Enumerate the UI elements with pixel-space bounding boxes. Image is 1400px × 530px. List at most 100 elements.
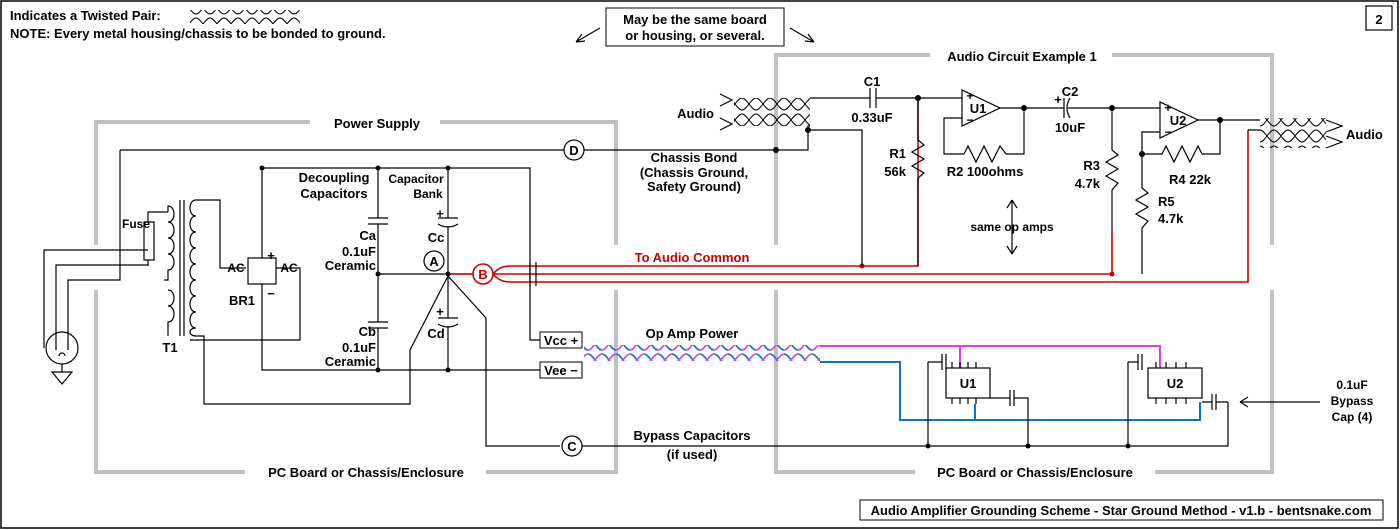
ca-value: 0.1uF xyxy=(342,244,376,259)
chassis-bond-line1: Chassis Bond xyxy=(651,150,738,165)
bypass-cap-line1: 0.1uF xyxy=(1336,378,1367,392)
ca-type: Ceramic xyxy=(325,258,376,273)
capacitor-cb: Cb 0.1uF Ceramic xyxy=(325,274,388,370)
c2-label: C2 xyxy=(1062,84,1079,99)
footer-box xyxy=(859,499,1384,521)
board-note-line1: May be the same board xyxy=(623,12,767,27)
fuse: Fuse xyxy=(122,211,168,266)
cap-bank-line1: Capacitor xyxy=(388,172,444,186)
page-number: 2 xyxy=(1375,12,1382,27)
chip-u2-label: U2 xyxy=(1167,376,1184,391)
bypass-caps xyxy=(925,354,1228,449)
bypass-cap-pointer-arrow xyxy=(1239,396,1320,408)
page-number-box xyxy=(1365,5,1393,31)
r1-label: R1 xyxy=(889,146,906,161)
vee-terminal: Vee − xyxy=(539,361,583,379)
same-op-amps-arrow xyxy=(1006,199,1018,255)
chip-u2: U2 xyxy=(1147,362,1203,404)
bypass-capacitors-line2: (if used) xyxy=(667,447,718,462)
star-ground-bus xyxy=(378,273,560,447)
chassis-bond-wire xyxy=(120,130,809,151)
audio-output: Audio xyxy=(1220,118,1383,149)
vee-rail xyxy=(820,361,1201,421)
r3-value: 4.7k xyxy=(1075,176,1101,191)
r2-label: R2 100ohms xyxy=(947,164,1024,179)
node-a: A xyxy=(423,250,445,272)
c1-value: 0.33uF xyxy=(851,110,892,125)
resistor-r3: R3 4.7k xyxy=(1075,108,1120,232)
decoupling-line1: Decoupling xyxy=(299,170,370,185)
transformer-t1: T1 xyxy=(162,199,449,405)
fuse-label: Fuse xyxy=(122,217,150,231)
capacitor-ca: Ca 0.1uF Ceramic xyxy=(325,168,388,274)
u2-minus: − xyxy=(1164,125,1171,139)
c1-label: C1 xyxy=(864,74,881,89)
vcc-label: Vcc + xyxy=(544,333,579,348)
capacitor-c2: C2 + 10uF xyxy=(1024,84,1112,135)
resistor-r1: R1 56k xyxy=(884,98,926,266)
bond-note: NOTE: Every metal housing/chassis to be … xyxy=(10,26,386,41)
decoupling-line2: Capacitors xyxy=(300,186,367,201)
twisted-pair-legend xyxy=(190,10,300,24)
node-b: B xyxy=(472,263,494,285)
r1-value: 56k xyxy=(884,164,906,179)
to-audio-common: To Audio Common xyxy=(635,250,750,265)
r3-label: R3 xyxy=(1083,158,1100,173)
node-b-label: B xyxy=(478,267,487,282)
board-note-arrow-right xyxy=(789,27,815,43)
capacitor-c1: C1 0.33uF xyxy=(851,74,918,125)
u1-minus: − xyxy=(966,113,973,127)
op-amp-u1: + − U1 R2 100ohms xyxy=(918,89,1025,179)
r5-label: R5 xyxy=(1158,194,1175,209)
vcc-terminal: Vcc + xyxy=(539,331,583,349)
r5-value: 4.7k xyxy=(1158,211,1184,226)
op-amp-u2: + − U2 R4 22k R5 4.7k xyxy=(1112,101,1221,274)
u1-label: U1 xyxy=(970,101,987,116)
board-note-box xyxy=(605,7,785,47)
board-note-arrow-left xyxy=(575,27,601,43)
u2-plus: + xyxy=(1164,101,1171,115)
br1-ac-left: AC xyxy=(227,261,245,275)
ca-label: Ca xyxy=(359,228,376,243)
chip-u1: U1 xyxy=(945,362,991,404)
br1-minus: − xyxy=(267,286,275,301)
audio-out-label: Audio xyxy=(1346,127,1383,142)
r4-label: R4 22k xyxy=(1169,172,1212,187)
enclosure-left-label: PC Board or Chassis/Enclosure xyxy=(268,465,464,480)
audio-circuit-title: Audio Circuit Example 1 xyxy=(947,49,1097,64)
cb-label: Cb xyxy=(359,324,376,339)
cb-value: 0.1uF xyxy=(342,340,376,355)
chip-u1-label: U1 xyxy=(960,376,977,391)
twisted-pair-note: Indicates a Twisted Pair: xyxy=(10,8,161,23)
node-a-label: A xyxy=(429,254,439,269)
u2-label: U2 xyxy=(1170,113,1187,128)
power-supply-title: Power Supply xyxy=(334,116,421,131)
node-c: C xyxy=(561,435,583,457)
chassis-bond-line3: Safety Ground) xyxy=(647,179,741,194)
u1-plus: + xyxy=(966,89,973,103)
node-d-label: D xyxy=(569,143,578,158)
br1-label: BR1 xyxy=(229,293,255,308)
bypass-ground-wire xyxy=(582,402,1229,447)
audio-in-label: Audio xyxy=(677,106,714,121)
enclosure-right-label: PC Board or Chassis/Enclosure xyxy=(937,465,1133,480)
bypass-capacitors-line1: Bypass Capacitors xyxy=(633,428,750,443)
cd-label: Cd xyxy=(427,326,444,341)
audio-common-wires xyxy=(492,98,1249,286)
cap-bank-line2: Bank xyxy=(413,187,443,201)
cb-type: Ceramic xyxy=(325,354,376,369)
board-note-line2: or housing, or several. xyxy=(625,28,764,43)
c2-value: 10uF xyxy=(1055,120,1085,135)
node-d: D xyxy=(563,139,585,161)
footer-caption: Audio Amplifier Grounding Scheme - Star … xyxy=(871,503,1372,518)
bypass-cap-line3: Cap (4) xyxy=(1332,410,1373,424)
op-amp-power-twisted-pair xyxy=(584,345,820,361)
node-c-label: C xyxy=(567,439,577,454)
capacitor-cd: + Cd xyxy=(427,274,459,370)
chassis-bond-line2: (Chassis Ground, xyxy=(640,165,748,180)
same-op-amps-label: same op amps xyxy=(970,220,1054,234)
cc-plus: + xyxy=(436,206,444,221)
br1-plus: + xyxy=(267,248,275,263)
